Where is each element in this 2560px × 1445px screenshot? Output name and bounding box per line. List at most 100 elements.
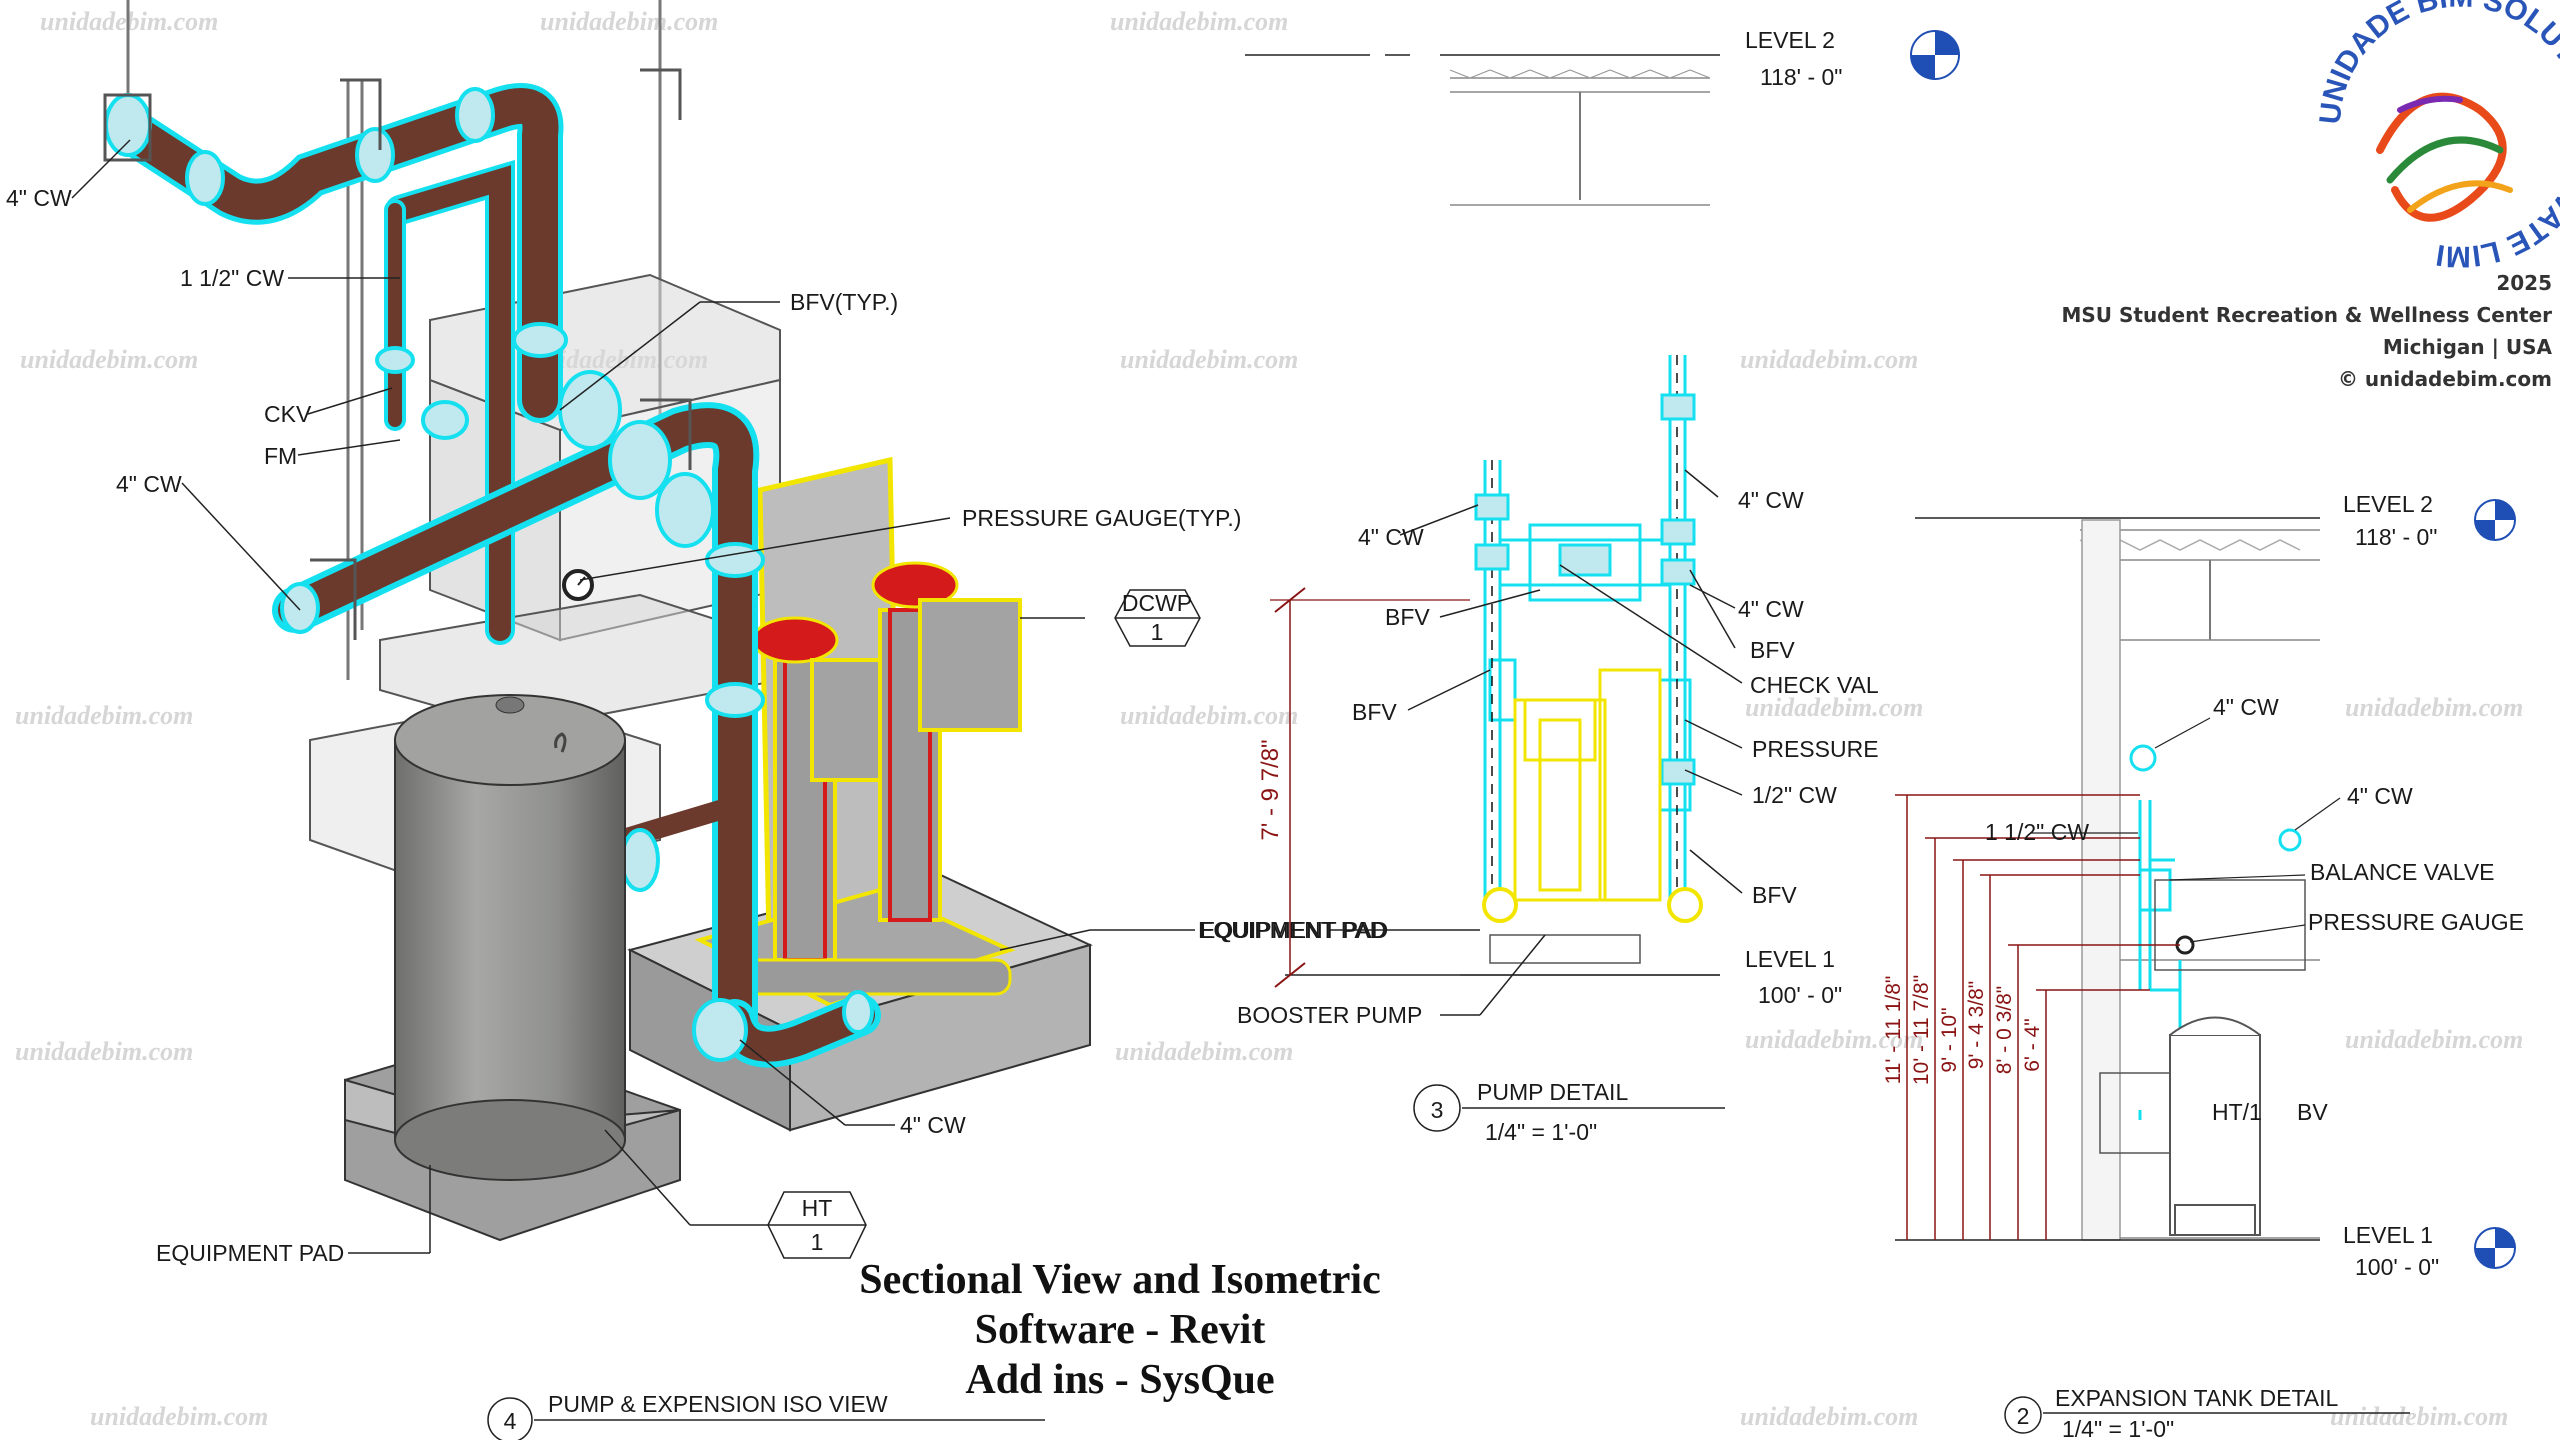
exp-leaders	[2030, 717, 2341, 943]
watermark-text: unidadebim.com	[1740, 1402, 1918, 1431]
exp-label-4in-cw-a: 4" CW	[2213, 694, 2279, 720]
pump-level-1-elevation: 100' - 0"	[1758, 982, 1842, 1008]
expansion-detail-scale: 1/4" = 1'-0"	[2062, 1416, 2174, 1440]
label-bfv-typ: BFV(TYP.)	[790, 289, 898, 315]
watermark-text: unidadebim.com	[1115, 1037, 1293, 1066]
watermark-text: unidadebim.com	[2345, 693, 2523, 722]
tag-dcwp: DCWP 1	[1114, 589, 1201, 647]
exp-dimension-text: 6' - 4"	[2021, 1018, 2044, 1071]
label-equipment-pad-left: EQUIPMENT PAD	[156, 1240, 344, 1266]
pump-elevation	[1513, 668, 1662, 902]
expansion-detail-title-text: EXPANSION TANK DETAIL	[2055, 1385, 2339, 1411]
pump-dimension: 7' - 9 7/8"	[1257, 587, 1470, 988]
iso-fittings	[104, 87, 874, 1062]
exp-tank	[2138, 1016, 2261, 1236]
pump-riser-dashes	[1491, 355, 1678, 900]
pump-level-2: LEVEL 2 118' - 0"	[1245, 27, 1960, 206]
watermark-text: unidadebim.com	[15, 701, 193, 730]
title-block-year: 2025	[2496, 271, 2552, 295]
exp-structure	[1915, 517, 2320, 1241]
iso-view-title-text: PUMP & EXPENSION ISO VIEW	[548, 1391, 888, 1417]
pressure-gauge-icon	[562, 569, 594, 601]
caption-line-2: Software - Revit	[975, 1307, 1266, 1353]
exp-level-1-name: LEVEL 1	[2343, 1222, 2433, 1248]
level-marker-icon	[1910, 30, 1960, 80]
expansion-detail: LEVEL 2 118' - 0" LEVEL 1 100' - 0"	[1882, 491, 2524, 1442]
pump-level-2-elevation: 118' - 0"	[1760, 64, 1842, 90]
expansion-detail-number: 2	[2017, 1403, 2030, 1429]
label-4in-cw-bottom: 4" CW	[900, 1112, 966, 1138]
title-block-location: Michigan | USA	[2383, 335, 2553, 359]
exp-level-2-name: LEVEL 2	[2343, 491, 2433, 517]
pump-detail-scale: 1/4" = 1'-0"	[1485, 1119, 1597, 1145]
exp-dimension-texts: 11' - 11 1/8" 10' - 11 7/8" 9' - 10" 9' …	[1882, 975, 2044, 1085]
level-marker-icon	[2474, 1227, 2516, 1269]
label-4in-cw-mid: 4" CW	[116, 471, 182, 497]
pump-label-check-valve: CHECK VAL	[1750, 672, 1879, 698]
tag-ht: HT 1	[767, 1191, 867, 1259]
watermark-text: unidadebim.com	[15, 1037, 193, 1066]
watermark-text: unidadebim.com	[2345, 1025, 2523, 1054]
pump-level-1-name: LEVEL 1	[1745, 946, 1835, 972]
pump-dimension-text: 7' - 9 7/8"	[1257, 739, 1284, 840]
exp-dimension-text: 9' - 4 3/8"	[1965, 981, 1988, 1070]
pump-label-booster-pump: BOOSTER PUMP	[1237, 1002, 1422, 1028]
exp-label-1-1-2in-cw: 1 1/2" CW	[1985, 819, 2089, 845]
exp-level-2-elevation: 118' - 0"	[2355, 524, 2437, 550]
watermark-text: unidadebim.com	[1745, 693, 1923, 722]
caption-block: Sectional View and Isometric Software - …	[859, 1257, 1380, 1403]
watermark-text: unidadebim.com	[1740, 345, 1918, 374]
watermark-text: unidadebim.com	[1745, 1025, 1923, 1054]
pump-level-2-name: LEVEL 2	[1745, 27, 1835, 53]
watermark-text: unidadebim.com	[1110, 7, 1288, 36]
pump-detail: LEVEL 2 118' - 0"	[1200, 27, 1960, 1145]
tag-dcwp-name: DCWP	[1122, 590, 1192, 616]
watermark-text: unidadebim.com	[540, 7, 718, 36]
iso-view: 4" CW 1 1/2" CW BFV(TYP.) CKV FM 4" CW P…	[6, 0, 1386, 1443]
pump-label-4in-cw-left: 4" CW	[1358, 524, 1424, 550]
pump-label-1-2in-cw: 1/2" CW	[1752, 782, 1837, 808]
pump-label-equipment-pad: EQUIPMENT PAD	[1200, 917, 1388, 943]
caption-line-3: Add ins - SysQue	[965, 1357, 1274, 1403]
tag-ht-number: 1	[811, 1229, 824, 1255]
pump-base	[1460, 887, 1720, 976]
exp-dimensions	[1895, 794, 2180, 1240]
exp-dimension-text: 9' - 10"	[1938, 1007, 1961, 1072]
iso-view-number: 4	[504, 1408, 517, 1434]
pump-level-1: LEVEL 1 100' - 0"	[1285, 946, 1842, 1008]
caption-line-1: Sectional View and Isometric	[859, 1257, 1380, 1303]
pump-label-4in-cw-right-mid: 4" CW	[1738, 596, 1804, 622]
label-1-1-2in-cw: 1 1/2" CW	[180, 265, 284, 291]
pump-label-bfv-a: BFV	[1385, 604, 1430, 630]
iso-view-title: 4 PUMP & EXPENSION ISO VIEW	[487, 1391, 1045, 1443]
booster-pump-skid	[694, 456, 1022, 1008]
exp-label-bv: BV	[2297, 1099, 2328, 1125]
iso-leaders	[71, 139, 1195, 1254]
pump-detail-number: 3	[1431, 1097, 1444, 1123]
pump-detail-title-text: PUMP DETAIL	[1477, 1079, 1628, 1105]
expansion-tank	[344, 694, 681, 1242]
watermark-text: unidadebim.com	[1120, 701, 1298, 730]
exp-dimension-text: 8' - 0 3/8"	[1993, 986, 2016, 1075]
watermark-text: unidadebim.com	[90, 1402, 268, 1431]
exp-label-balance-valve: BALANCE VALVE	[2310, 859, 2495, 885]
tag-dcwp-number: 1	[1151, 619, 1164, 645]
watermark-text: unidadebim.com	[1120, 345, 1298, 374]
level-marker-icon	[2474, 499, 2516, 541]
exp-label-ht: HT/1	[2212, 1099, 2262, 1125]
expansion-detail-title: 2 EXPANSION TANK DETAIL 1/4" = 1'-0"	[2004, 1385, 2410, 1442]
tag-ht-name: HT	[802, 1195, 833, 1221]
exp-level-1: LEVEL 1 100' - 0"	[1895, 1222, 2516, 1280]
exp-label-pressure-gauge: PRESSURE GAUGE	[2308, 909, 2524, 935]
pipe-hangers	[103, 68, 692, 640]
title-block-copyright: © unidadebim.com	[2338, 367, 2552, 391]
pump-label-bfv-right: BFV	[1750, 637, 1795, 663]
pump-leaders	[1330, 469, 1743, 1016]
exp-dimension-text: 10' - 11 7/8"	[1910, 975, 1933, 1085]
pump-label-pressure: PRESSURE	[1752, 736, 1879, 762]
pump-detail-title: 3 PUMP DETAIL 1/4" = 1'-0"	[1413, 1079, 1725, 1145]
label-ckv: CKV	[264, 401, 312, 427]
pump-label-bfv-low: BFV	[1752, 882, 1797, 908]
